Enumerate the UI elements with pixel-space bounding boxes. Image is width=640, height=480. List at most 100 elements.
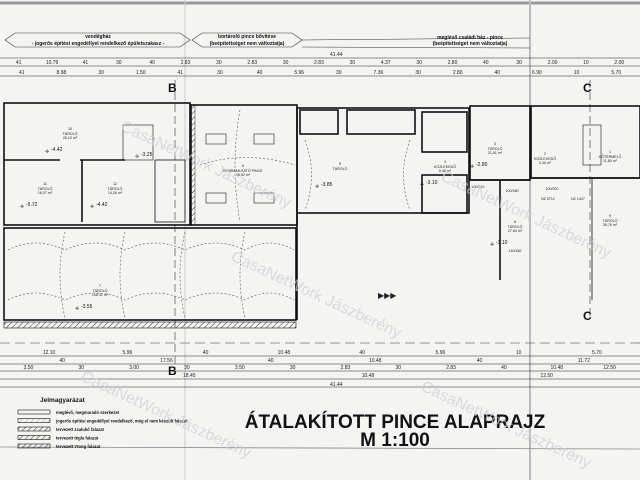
room-elevation: -3.55 [81,304,93,310]
bottom-dimension-value: 2.83 [341,365,351,371]
section-mark-b-top: B [168,81,177,95]
legend-swatch-dense-hatch [17,426,51,432]
room-number: 12 [113,182,117,186]
legend-item-label: tervezett zsalukő falazat [56,427,105,432]
opening-label: 100/180 [506,189,519,193]
bottom-overall-dimension: 41.44 [330,382,343,388]
legend-item-label: meglévő, megmaradó szerkezet [56,410,120,415]
top-dimension-value: 30 [416,60,422,66]
bottom-dimension-value: 30 [184,365,190,371]
room-number: 6 [242,164,244,168]
room-number: 9 [609,214,611,218]
top-dimension-value: 10 [574,70,580,76]
bottom-dimension-value: 12.50 [603,365,616,371]
legend: Jelmagyarázat meglévő, megmaradó szerkez… [0,397,640,450]
room-number: 3 [494,142,496,146]
bottom-dimension-value: 3.50 [24,365,34,371]
room-area: 21,51 m² [488,151,503,155]
bottom-dimension-value: 5.96 [123,350,133,356]
room-area: 3,40 m² [539,161,552,165]
top-dimension-value: 7.36 [374,70,384,76]
top-dimension-value: 30 [98,70,104,76]
top-dimension-value: 1.50 [136,70,146,76]
opening-label: 100/200 [546,187,559,191]
top-dimension-value: 2.80 [448,60,458,66]
legend-item-label: jogerős építési engedéllyel rendelkező, … [55,419,188,424]
opening-label: NZ 0712 [541,197,555,201]
banner-right-subtitle: (beépítettséget nem változtatja) [433,41,508,47]
room-elevation: -2.80 [476,162,488,168]
elevation-marker-icon: ✛ [20,204,24,210]
room-area: 5,48 m² [439,169,452,173]
room-number: 5 [339,162,341,166]
section-mark-c-top: C [583,81,592,95]
top-dimension-value: 30 [516,60,522,66]
bottom-dimension-value: 10.48 [551,365,564,371]
banner-middle-subtitle: (beépítettséget nem változtatja) [210,41,285,47]
elevation-marker-icon: ✛ [490,242,494,248]
room-area: 27,84 m² [508,229,523,233]
top-dimension-value: 10.79 [46,60,59,66]
hatched-wall [3,321,297,329]
room-area: 108,31 m² [92,293,109,297]
elevation-marker-icon: ✛ [315,184,319,190]
top-dimension-value: 41 [16,60,22,66]
room-elevation: -4.42 [51,147,63,153]
top-dimension-value: 8.98 [57,70,67,76]
header-banners: vendégház - jogerős építési engedéllyel … [4,32,531,49]
top-dimension-value: 41 [178,70,184,76]
bottom-dimension-value: 40 [268,358,274,364]
bottom-dimension-value: 40 [501,365,507,371]
room-number: 4 [444,160,446,164]
room-area: 11,80 m² [603,159,618,163]
room-name: KÖZLEKEDŐ [434,164,456,169]
banner-left-subtitle: - jogerős építési engedéllyel rendelkező… [32,41,165,47]
top-overall-dimension: 41.44 [330,52,343,58]
room-name: BORBEMUTATÓ PINCE [223,168,263,173]
room-name: TÁROLÓ [333,166,348,171]
legend-item-label: tervezett Ytong falazat [56,444,101,449]
bottom-dimension-value: 30 [396,365,402,371]
room-name: TÁROLÓ [63,131,78,136]
top-dimension-value: 40 [495,70,501,76]
room-area: 26,76 m² [603,223,618,227]
banner-left-title: vendégház [85,34,111,40]
top-dimension-value: 41 [19,70,25,76]
storage-5-block [296,107,470,214]
bottom-dimension-value: 40 [59,358,65,364]
room-elevation: -5.72 [26,202,38,208]
bottom-dimension-value: 10.48 [362,373,375,379]
bottom-dimension-value: 30 [79,365,85,371]
banner-right-title: meglévő családi ház - pince [437,35,503,41]
elevation-marker-icon: ✛ [90,204,94,210]
legend-item-label: tervezett tégla falazat [56,436,99,441]
room-name: TÁROLÓ [603,218,618,223]
top-dimension-lines [0,57,640,77]
top-dimension-value: 5.70 [611,70,621,76]
room-name: TÁROLÓ [38,186,53,191]
room-number: 8 [514,220,516,224]
top-dimension-value: 41 [83,60,89,66]
bottom-dimension-value: 10.48 [278,350,291,356]
room-name: TÁROLÓ [108,186,123,191]
drawing-scale: M 1:100 [360,430,430,451]
bottom-dimension-value: 2.83 [446,365,456,371]
top-dimension-value: 2.83 [314,60,324,66]
section-mark-c-bottom: C [583,309,592,323]
top-dimension-value: 2.83 [181,60,191,66]
elevation-marker-icon: ✛ [135,154,139,160]
elevation-marker-icon: ✛ [420,182,424,188]
top-dimension-value: 30 [216,60,222,66]
legend-swatch-blank [17,409,51,415]
room-elevation: -3.10 [496,240,508,246]
legend-swatch-dashed-hatch [17,443,51,449]
bottom-dimension-value: 18.45 [183,373,196,379]
bottom-dimension-value: 3.50 [235,365,245,371]
room-name: HŐTÉRMELŐ [599,154,622,159]
drawing-title: ÁTALAKÍTOTT PINCE ALAPRAJZ [245,411,546,433]
elevation-marker-icon: ✛ [75,306,79,312]
